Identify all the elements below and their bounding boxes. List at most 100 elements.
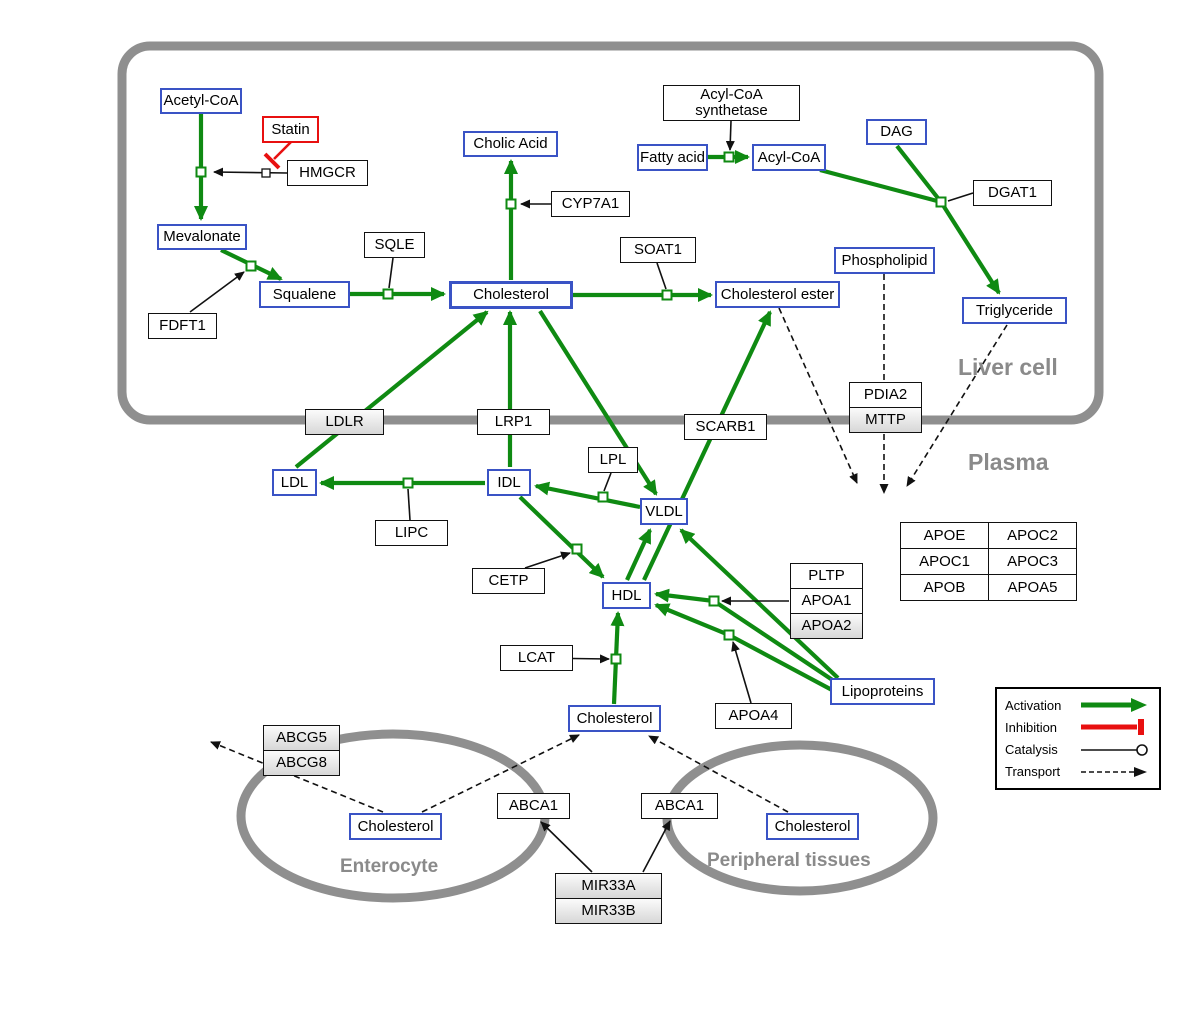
edge-mir33-abca1-right (642, 820, 671, 873)
inhibition-tee-icon (1081, 719, 1144, 736)
apolipoprotein-table: APOE APOC2 APOC1 APOC3 APOB APOA5 (900, 522, 1077, 601)
edge-soat1-reaction (656, 262, 667, 290)
apo-cell-apoa5[interactable]: APOA5 (988, 574, 1076, 600)
edge-sqle-reaction (388, 257, 394, 289)
apo-cell-apoe[interactable]: APOE (900, 522, 988, 548)
acyl-coa-synthetase-line2: synthetase (695, 102, 768, 119)
node-hmgcr[interactable]: HMGCR (287, 160, 368, 186)
legend: Activation Inhibition Catalysis Transpor… (995, 687, 1161, 790)
node-idl[interactable]: IDL (487, 469, 531, 496)
node-mttp[interactable]: MTTP (849, 407, 922, 433)
node-phospholipid[interactable]: Phospholipid (834, 247, 935, 274)
activation-arrow-icon (1081, 698, 1147, 712)
node-fdft1[interactable]: FDFT1 (148, 313, 217, 339)
node-lpl[interactable]: LPL (588, 447, 638, 473)
statin-inhibition-bar (263, 152, 281, 170)
node-pdia2[interactable]: PDIA2 (849, 382, 922, 408)
node-cetp[interactable]: CETP (472, 568, 545, 594)
edge-junction-triglyceride (939, 200, 1001, 295)
node-acetyl-coa[interactable]: Acetyl-CoA (160, 88, 242, 114)
node-vldl[interactable]: VLDL (640, 498, 688, 525)
node-lrp1[interactable]: LRP1 (477, 409, 550, 435)
node-apoa1[interactable]: APOA1 (790, 588, 863, 614)
node-lipoproteins[interactable]: Lipoproteins (830, 678, 935, 705)
edge-cholesterolester-plasma (778, 307, 858, 484)
node-cyp7a1[interactable]: CYP7A1 (551, 191, 630, 217)
edge-hdl-cholesterolester (642, 310, 772, 581)
node-triglyceride[interactable]: Triglyceride (962, 297, 1067, 324)
edge-peripheral-plasmacholesterol (648, 735, 789, 813)
legend-inhibition-label: Inhibition (1005, 719, 1058, 735)
edge-idl-hdl (518, 495, 605, 579)
edge-triglyceride-plasma (906, 324, 1008, 487)
edge-ldl-cholesterol (294, 310, 489, 469)
legend-catalysis-label: Catalysis (1005, 742, 1058, 758)
node-abcg5[interactable]: ABCG5 (263, 725, 340, 751)
node-apoa2[interactable]: APOA2 (790, 613, 863, 639)
node-apoa4[interactable]: APOA4 (715, 703, 792, 729)
node-statin[interactable]: Statin (262, 116, 319, 143)
liver-cell-outline (117, 41, 1104, 425)
node-dag[interactable]: DAG (866, 119, 927, 145)
catalysis-circle-icon (1081, 743, 1148, 756)
node-cholic-acid[interactable]: Cholic Acid (463, 131, 558, 157)
node-dgat1[interactable]: DGAT1 (973, 180, 1052, 206)
node-scarb1[interactable]: SCARB1 (684, 414, 767, 440)
edge-dag-junction (895, 144, 943, 204)
edge-lpl-reaction (603, 472, 612, 492)
node-ldl[interactable]: LDL (272, 469, 317, 496)
apo-cell-apob[interactable]: APOB (900, 574, 988, 600)
node-cholesterol-peripheral[interactable]: Cholesterol (766, 813, 859, 840)
edge-lipc-reaction (407, 488, 411, 521)
legend-inhibition-row: Inhibition (1005, 718, 1151, 736)
node-pltp[interactable]: PLTP (790, 563, 863, 589)
transport-edges (210, 274, 1008, 813)
node-fatty-acid[interactable]: Fatty acid (637, 144, 708, 171)
edge-lipoproteins-vldl (679, 528, 840, 680)
node-lipc[interactable]: LIPC (375, 520, 448, 546)
liver-cell-label: Liver cell (958, 354, 1058, 380)
node-ldlr[interactable]: LDLR (305, 409, 384, 435)
node-acyl-coa-synthetase[interactable]: Acyl-CoA synthetase (663, 85, 800, 121)
edge-dgat1-reaction (947, 192, 974, 202)
edge-enterocyte-plasmacholesterol (421, 734, 580, 813)
edge-mir33-abca1-left (540, 821, 593, 873)
node-cholesterol-liver[interactable]: Cholesterol (449, 281, 573, 309)
edge-vldl-idl (534, 481, 641, 510)
apo-cell-apoc3[interactable]: APOC3 (988, 548, 1076, 574)
edge-hdl-vldl (625, 528, 652, 581)
apo-cell-apoc2[interactable]: APOC2 (988, 522, 1076, 548)
legend-activation-row: Activation (1005, 696, 1151, 714)
edge-cetp-reaction (524, 551, 571, 569)
node-hdl[interactable]: HDL (602, 582, 651, 609)
node-mevalonate[interactable]: Mevalonate (157, 224, 247, 250)
node-soat1[interactable]: SOAT1 (620, 237, 696, 263)
legend-transport-label: Transport (1005, 764, 1061, 780)
node-mir33a[interactable]: MIR33A (555, 873, 662, 899)
catalysis-edges (189, 120, 974, 873)
legend-catalysis-row: Catalysis (1005, 741, 1151, 759)
node-mir33b[interactable]: MIR33B (555, 898, 662, 924)
edge-acylcoasynthetase-reaction (725, 120, 735, 151)
acyl-coa-synthetase-line1: Acyl-CoA (700, 86, 763, 103)
peripheral-tissues-label: Peripheral tissues (707, 850, 871, 871)
node-cholesterol-enterocyte[interactable]: Cholesterol (349, 813, 442, 840)
node-cholesterol-ester[interactable]: Cholesterol ester (715, 281, 840, 308)
legend-activation-label: Activation (1005, 697, 1062, 713)
node-abcg8[interactable]: ABCG8 (263, 750, 340, 776)
node-abca1-right[interactable]: ABCA1 (641, 793, 718, 819)
hmgcr-catalysis-port (261, 168, 271, 178)
node-cholesterol-plasma[interactable]: Cholesterol (568, 705, 661, 732)
edge-enterocyte-excretion (210, 741, 384, 813)
node-acyl-coa[interactable]: Acyl-CoA (752, 144, 826, 171)
node-abca1-left[interactable]: ABCA1 (497, 793, 570, 819)
edge-apoa4-reaction (731, 641, 752, 704)
node-squalene[interactable]: Squalene (259, 281, 350, 308)
node-sqle[interactable]: SQLE (364, 232, 425, 258)
edge-hmgcr-reaction (213, 167, 288, 177)
legend-transport-row: Transport (1005, 763, 1151, 781)
apo-cell-apoc1[interactable]: APOC1 (900, 548, 988, 574)
node-lcat[interactable]: LCAT (500, 645, 573, 671)
